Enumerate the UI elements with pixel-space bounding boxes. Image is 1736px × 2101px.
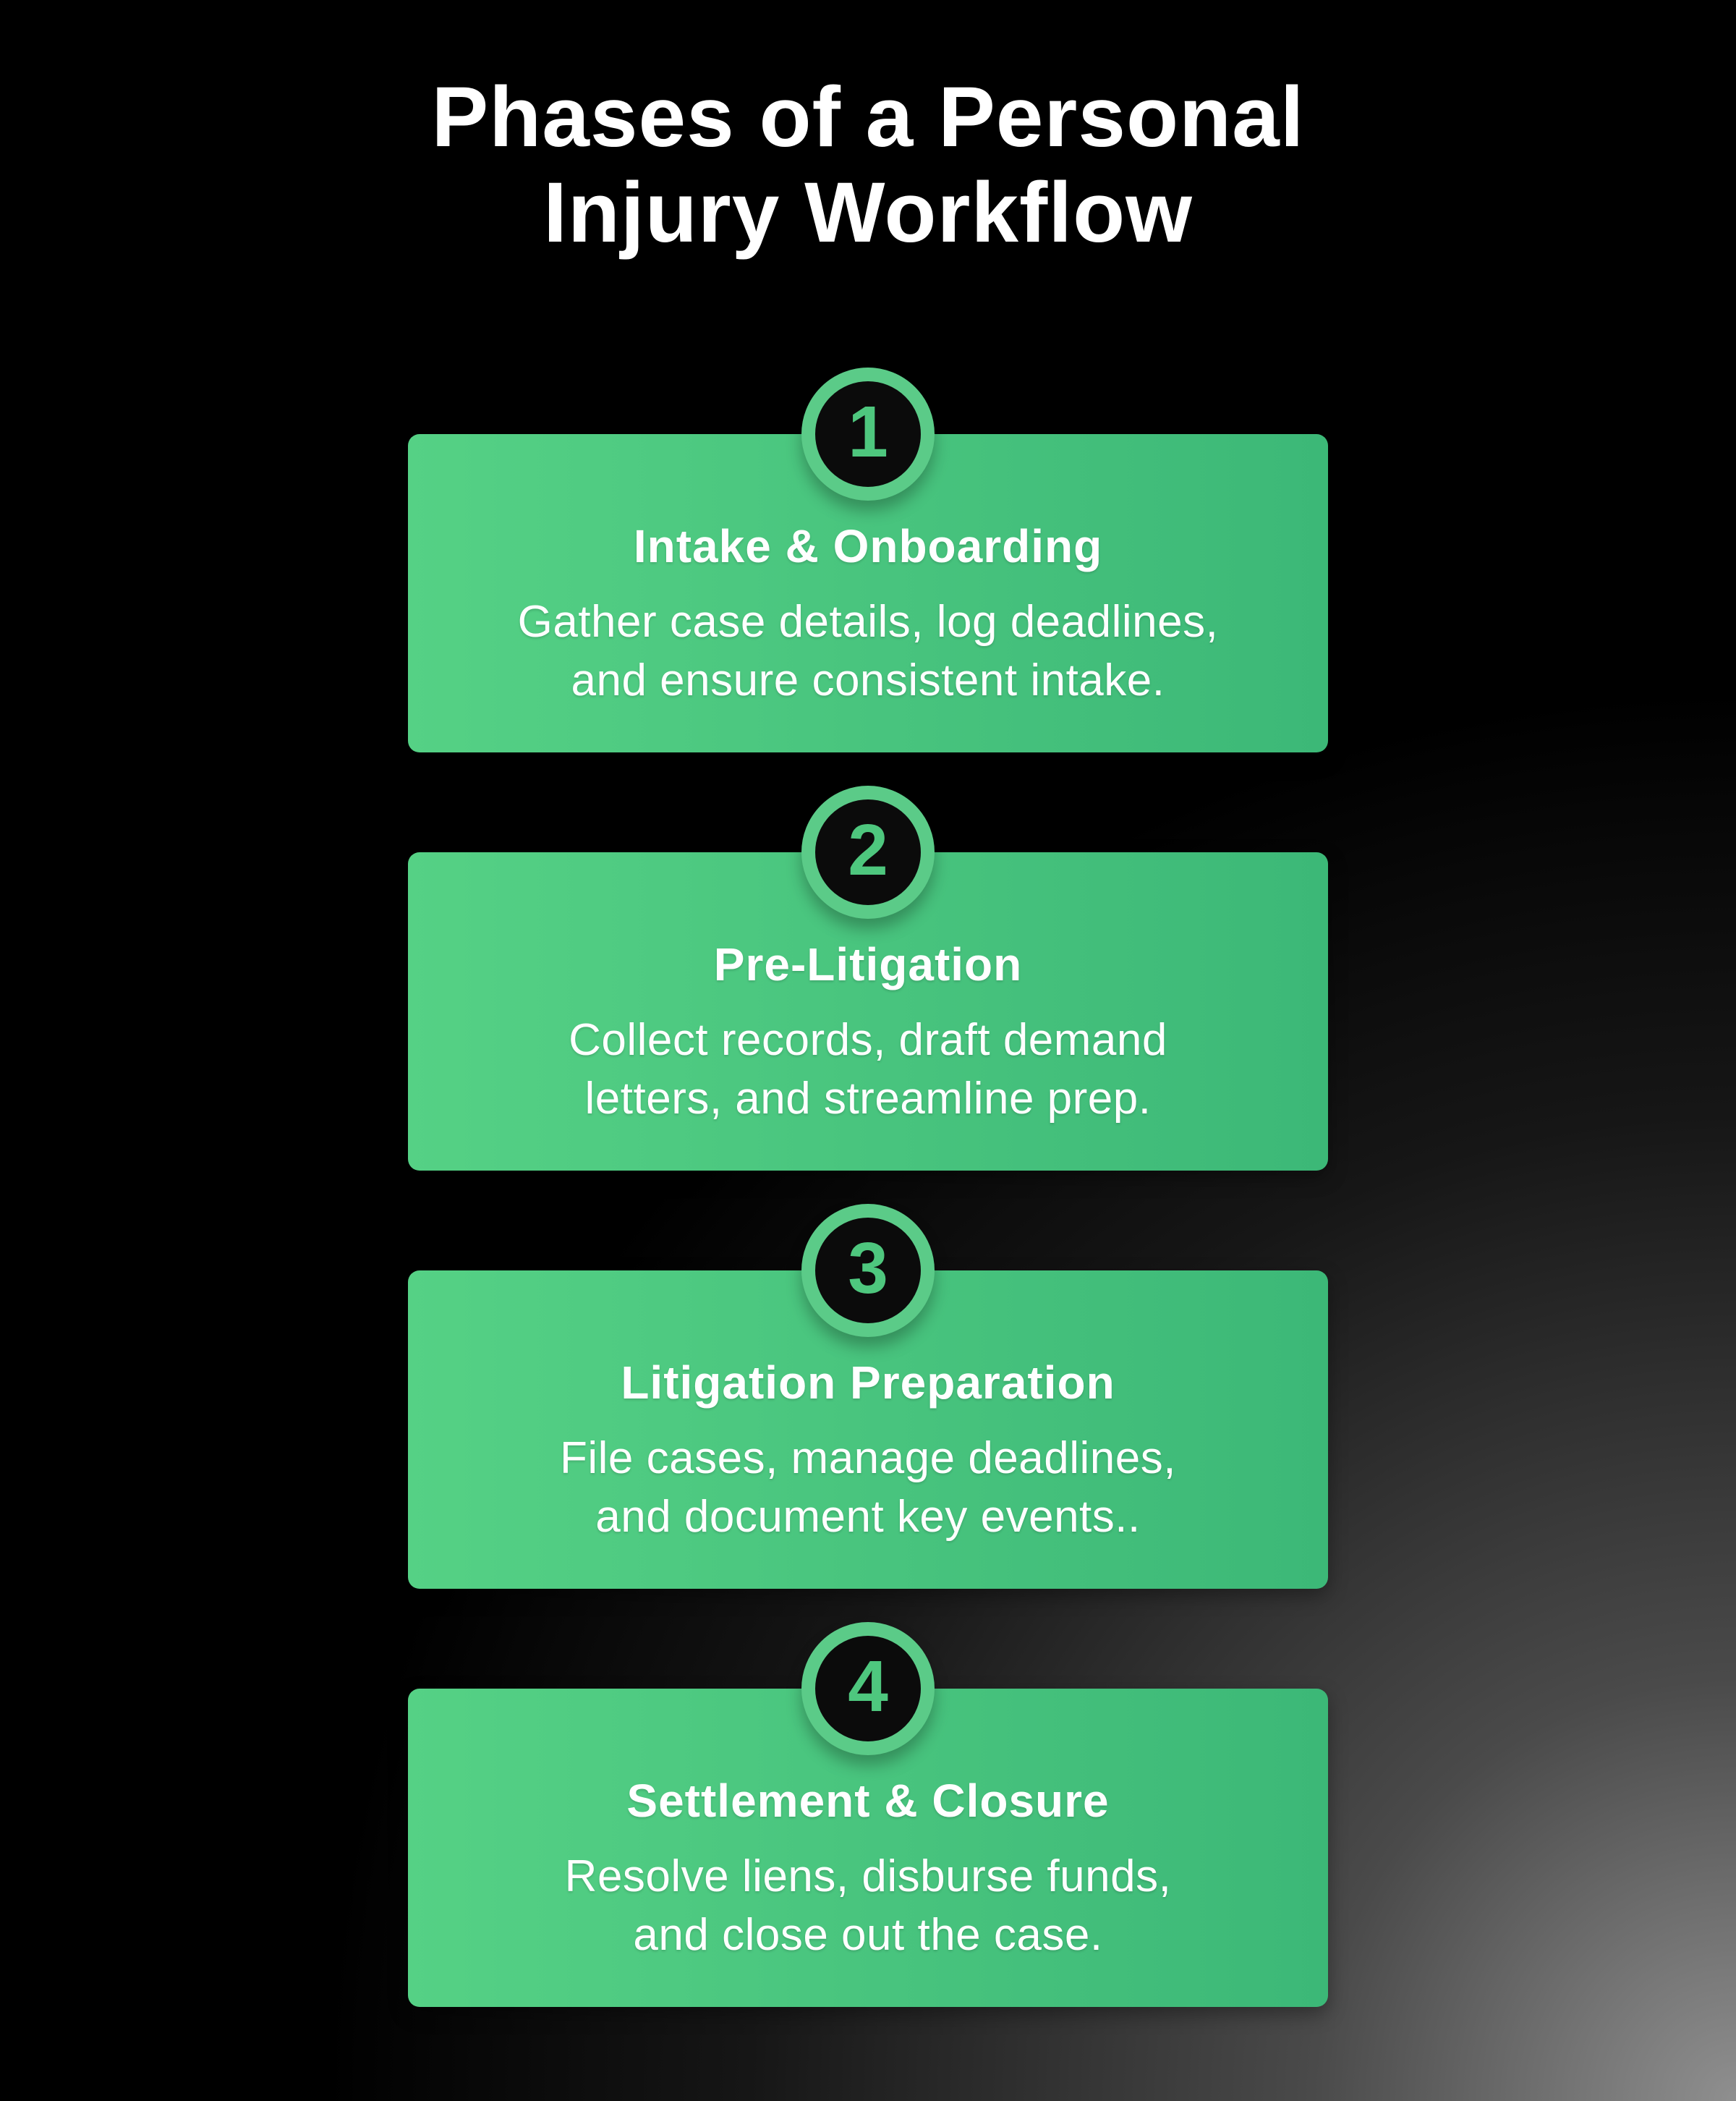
phase-card: Settlement & Closure Resolve liens, disb…	[408, 1689, 1328, 2008]
phase-section-2: 2 Pre-Litigation Collect records, draft …	[408, 786, 1328, 1171]
phase-heading: Settlement & Closure	[626, 1775, 1110, 1828]
phase-list: 1 Intake & Onboarding Gather case detail…	[0, 368, 1736, 2008]
phase-description: Collect records, draft demand letters, a…	[569, 1015, 1167, 1124]
page-title: Phases of a Personal Injury Workflow	[431, 69, 1305, 261]
phase-number-badge: 4	[801, 1622, 935, 1756]
phase-section-1: 1 Intake & Onboarding Gather case detail…	[408, 368, 1328, 753]
phase-number-badge: 1	[801, 368, 935, 501]
phase-number-badge: 3	[801, 1204, 935, 1338]
phase-description: File cases, manage deadlines, and docume…	[560, 1433, 1176, 1542]
phase-number: 4	[848, 1646, 888, 1728]
phase-number: 3	[848, 1228, 888, 1310]
phase-card: Pre-Litigation Collect records, draft de…	[408, 852, 1328, 1171]
phase-heading: Litigation Preparation	[621, 1357, 1115, 1409]
phase-number-badge: 2	[801, 786, 935, 920]
phase-heading: Intake & Onboarding	[633, 520, 1103, 573]
phase-section-3: 3 Litigation Preparation File cases, man…	[408, 1204, 1328, 1589]
phase-section-4: 4 Settlement & Closure Resolve liens, di…	[408, 1622, 1328, 2008]
phase-number: 2	[848, 810, 888, 891]
phase-number: 1	[848, 391, 888, 473]
phase-description: Resolve liens, disburse funds, and close…	[564, 1851, 1172, 1960]
phase-description: Gather case details, log deadlines, and …	[517, 597, 1219, 705]
phase-heading: Pre-Litigation	[713, 938, 1023, 991]
